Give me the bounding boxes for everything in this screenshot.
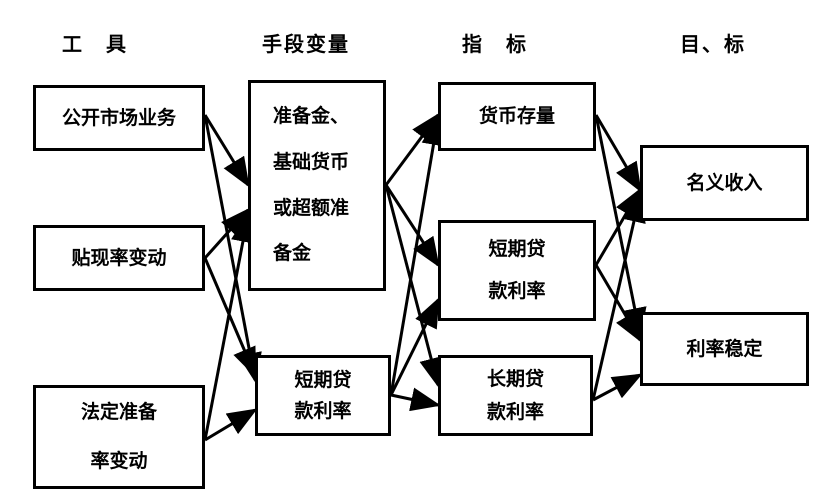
arrow: [389, 115, 446, 396]
arrow: [594, 114, 642, 193]
target-short-rate: 短期贷 款利率: [255, 355, 391, 436]
goal-nominal-income: 名义收入: [640, 145, 809, 221]
arrow: [384, 184, 443, 388]
goal-rate-stability: 利率稳定: [640, 312, 809, 386]
label: 或超额准: [273, 196, 350, 219]
indicator-money-stock: 货币存量: [438, 82, 596, 151]
label: 备金: [273, 242, 312, 265]
label: 公开市场业务: [61, 106, 176, 129]
label: 长期贷: [486, 368, 544, 391]
label: 短期贷: [294, 369, 352, 392]
header-goals: 目、标: [680, 32, 746, 56]
arrow: [389, 297, 440, 396]
label: 准备金、: [273, 105, 350, 128]
tool-discount-rate: 贴现率变动: [33, 225, 205, 291]
label: 名义收入: [686, 171, 763, 194]
arrow: [203, 114, 262, 383]
label: 款利率: [488, 279, 546, 302]
arrow: [384, 112, 440, 186]
label: 贴现率变动: [71, 246, 167, 269]
header-tools: 工 具: [62, 32, 128, 56]
indicator-long-rate: 长期贷 款利率: [438, 355, 593, 436]
header-indicators: 指 标: [462, 32, 528, 56]
arrow: [203, 114, 250, 188]
arrow: [384, 184, 440, 268]
label: 率变动: [90, 450, 148, 472]
label: 款利率: [486, 400, 544, 423]
label: 基础货币: [273, 150, 350, 173]
arrow: [591, 192, 646, 401]
header-operating-targets: 手段变量: [262, 32, 350, 56]
label: 货币存量: [478, 105, 555, 128]
arrow: [594, 264, 642, 343]
tool-open-market: 公开市场业务: [33, 85, 205, 151]
arrow: [203, 212, 255, 441]
label: 法定准备: [80, 400, 157, 423]
indicator-short-rate: 短期贷 款利率: [438, 220, 596, 321]
label: 短期贷: [488, 237, 546, 260]
arrow: [390, 387, 441, 412]
arrow: [204, 408, 258, 442]
arrow: [592, 373, 643, 402]
label: 利率稳定: [686, 337, 763, 360]
tool-reserve-requirement: 法定准备 率变动: [33, 385, 205, 489]
target-reserves: 准备金、 基础货币 或超额准 备金: [248, 80, 386, 291]
label: 款利率: [294, 399, 352, 422]
